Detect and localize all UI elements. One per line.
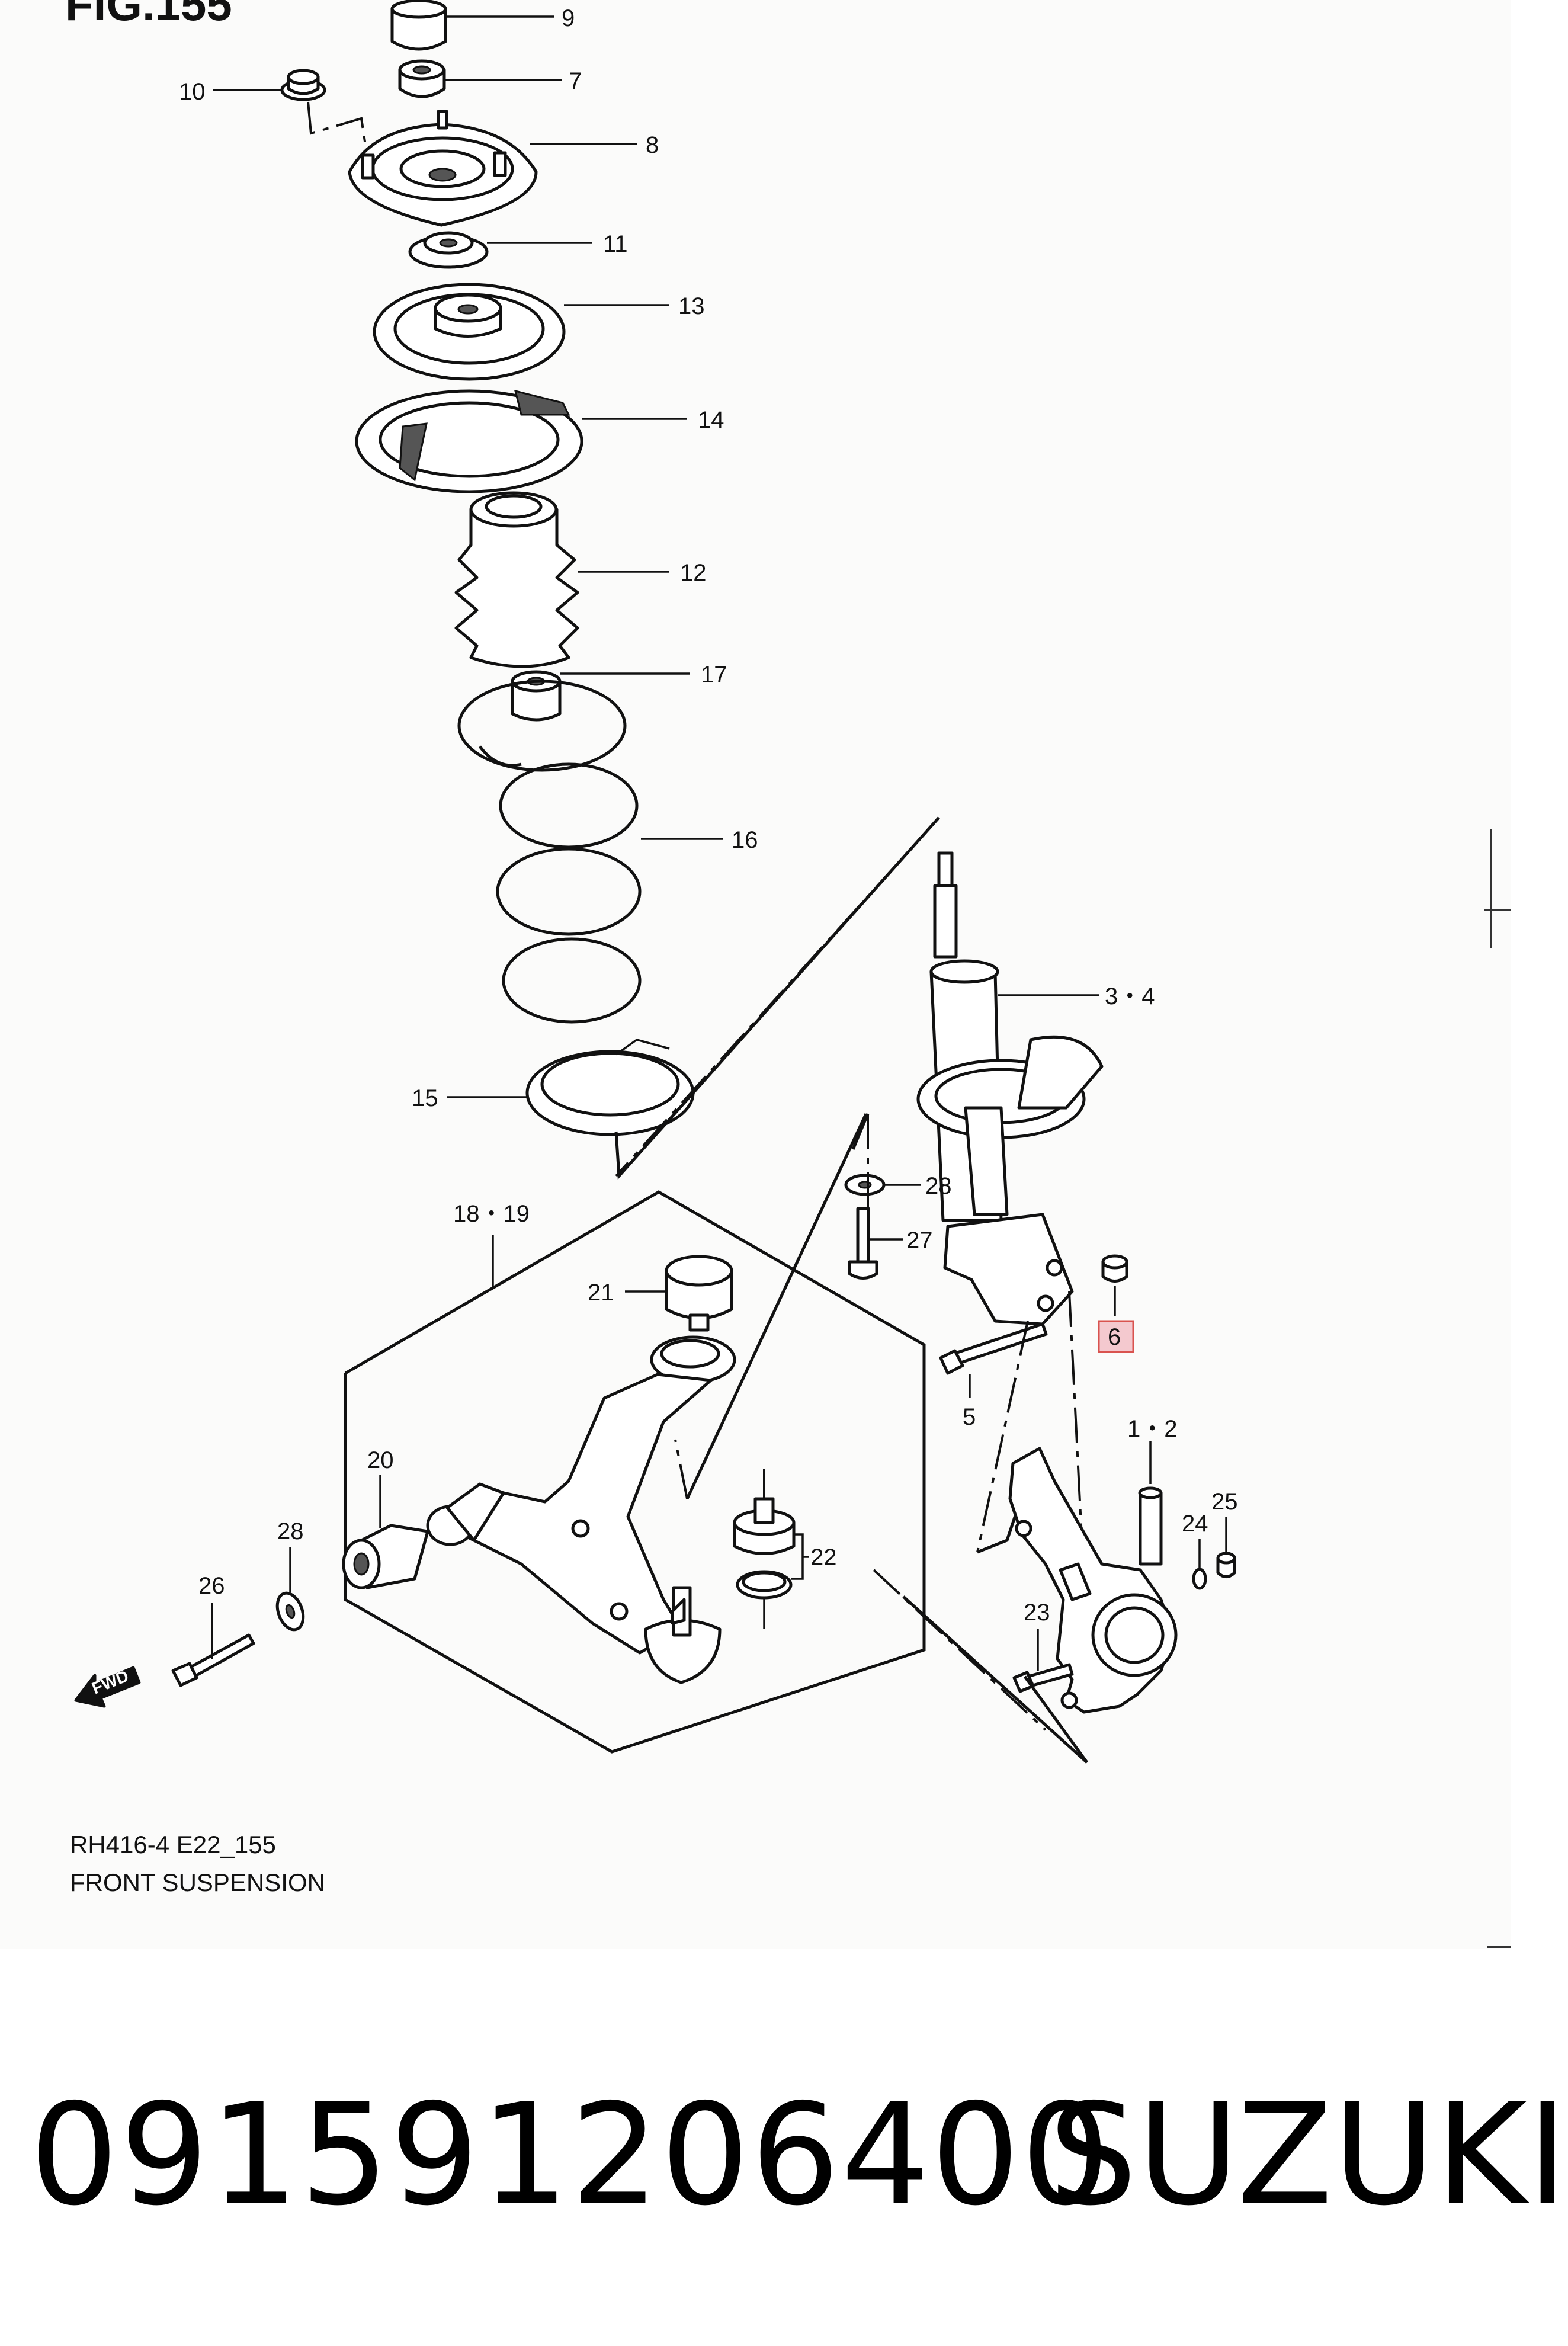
part-16-coil-spring: [457, 680, 723, 1024]
callout-17: 17: [701, 662, 727, 688]
part-14-spring-insulator: [355, 389, 687, 493]
callout-23: 23: [1024, 1600, 1050, 1626]
part-20-bushing: [342, 1475, 429, 1589]
callout-28-upper: 28: [925, 1173, 952, 1199]
figure-label: FIG.155: [65, 0, 232, 30]
highlight-part-6: [1098, 1320, 1134, 1353]
callout-28-lower: 28: [277, 1518, 304, 1544]
part-28-washer-upper: [844, 1174, 921, 1196]
part-13-upper-spring-seat: [373, 283, 669, 381]
callout-5: 5: [963, 1404, 976, 1430]
callout-8: 8: [646, 132, 659, 158]
callout-3-4: 3・4: [1105, 983, 1155, 1009]
fwd-arrow-icon: FWD: [74, 1666, 141, 1708]
product-bar: [0, 1949, 1511, 2346]
part-1-2-steering-knuckle: [1008, 1441, 1178, 1714]
figure-code: RH416-4 E22_155: [70, 1831, 276, 1858]
callout-25: 25: [1211, 1489, 1238, 1515]
callout-21: 21: [588, 1280, 614, 1306]
part-number: 091591206400: [30, 2073, 1111, 2236]
part-10-flange-nut: [213, 69, 368, 158]
callout-9: 9: [562, 5, 575, 31]
figure-title: FRONT SUSPENSION: [70, 1869, 325, 1896]
part-27-bolt: [848, 1207, 903, 1280]
part-17-bump-stopper: [511, 670, 690, 722]
part-24-washer: [1192, 1539, 1207, 1590]
part-3-4-strut: [916, 851, 1104, 1326]
part-28-washer-lower: [275, 1547, 305, 1632]
callout-16: 16: [732, 827, 758, 853]
callout-6: 6: [1108, 1324, 1121, 1350]
callout-15: 15: [412, 1085, 438, 1111]
callout-1-2: 1・2: [1127, 1416, 1178, 1442]
part-5-bolt: [939, 1322, 1048, 1398]
callout-24: 24: [1182, 1511, 1208, 1537]
part-21-bushing: [625, 1255, 733, 1332]
callout-27: 27: [906, 1228, 933, 1254]
part-22-bushings: [733, 1469, 809, 1629]
edge-mark: [1490, 829, 1492, 948]
callout-10: 10: [179, 79, 206, 105]
part-7-nut: [398, 59, 562, 98]
caption-block: RH416-4 E22_155 FRONT SUSPENSION: [70, 1826, 325, 1902]
part-15-lower-spring-seat: [447, 1039, 695, 1136]
part-18-19-lower-arm: [426, 1335, 736, 1684]
callout-18-19: 18・19: [453, 1201, 530, 1227]
part-6-nut: [1101, 1254, 1128, 1316]
part-12-dust-boot: [454, 491, 669, 668]
exploded-diagram: FWD: [74, 0, 1238, 1764]
callout-14: 14: [698, 407, 724, 433]
callout-22: 22: [810, 1544, 837, 1571]
callout-13: 13: [678, 293, 705, 319]
callout-20: 20: [367, 1447, 394, 1473]
part-9-bump-cap: [390, 0, 554, 51]
edge-mark: [1484, 909, 1511, 911]
brand-name: SUZUKI: [1048, 2073, 1568, 2236]
callout-12: 12: [680, 560, 707, 586]
part-25-nut: [1216, 1517, 1236, 1578]
part-11-bearing: [408, 231, 592, 269]
edge-mark: [1487, 1946, 1511, 1948]
part-26-bolt: [171, 1603, 255, 1687]
callout-7: 7: [569, 68, 582, 94]
part-8-strut-mount: [348, 110, 637, 227]
diagram-panel: FIG.155: [65, 0, 1511, 1948]
callout-11: 11: [603, 231, 628, 257]
callout-26: 26: [198, 1573, 225, 1599]
